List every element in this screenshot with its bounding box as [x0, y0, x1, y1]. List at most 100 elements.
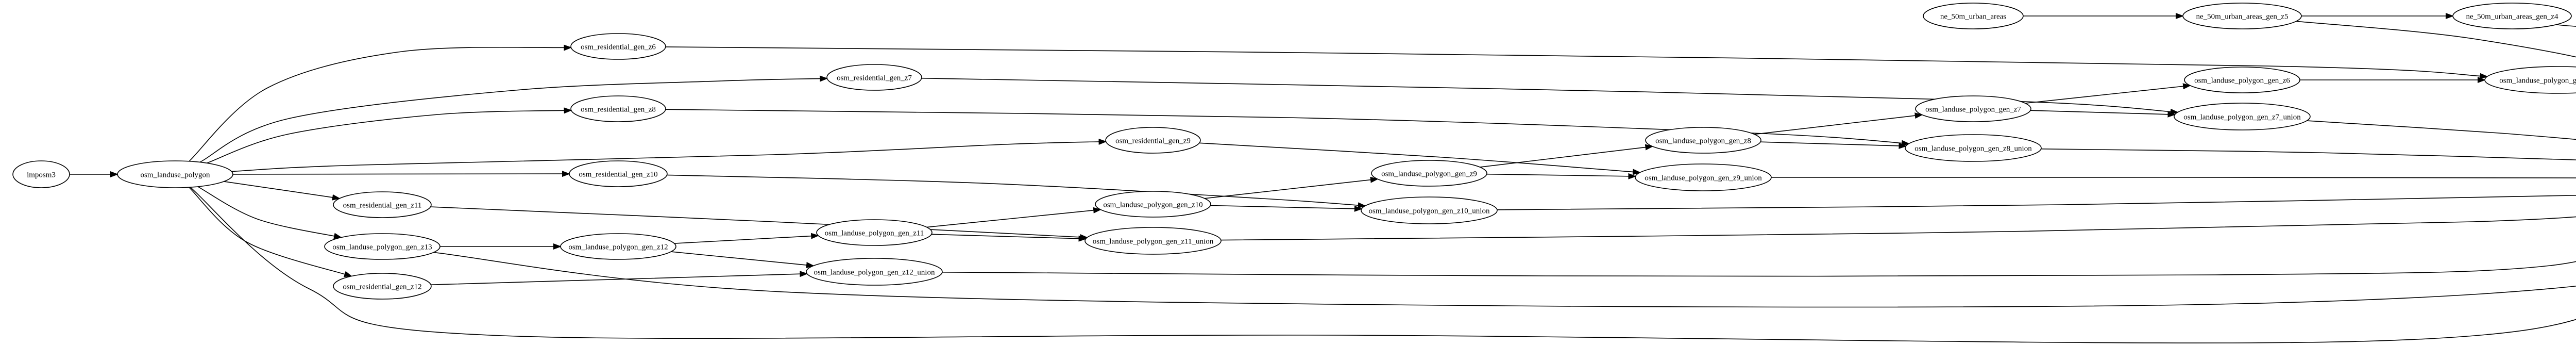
- node-ellipse-osm_landuse_polygon_gen_z6_union: [2484, 66, 2576, 94]
- node-ellipse-osm_landuse_polygon_gen_z7_union: [2174, 103, 2311, 130]
- node-ellipse-osm_landuse_polygon_gen_z12_union: [806, 258, 943, 286]
- edge-osm_residential_gen_z7-to-osm_landuse_polygon_gen_z7_union: [921, 77, 2179, 115]
- node-ellipse-osm_landuse_polygon_gen_z13: [324, 233, 440, 260]
- node-ne_50m_urban_areas_gen_z5: ne_50m_urban_areas_gen_z5: [2182, 3, 2302, 29]
- node-osm_landuse_polygon_gen_z11: osm_landuse_polygon_gen_z11: [816, 219, 933, 246]
- node-osm_landuse_polygon_gen_z10: osm_landuse_polygon_gen_z10: [1095, 191, 1211, 218]
- edge-osm_landuse_polygon_gen_z7-to-osm_landuse_polygon_gen_z7_union: [2030, 110, 2176, 118]
- nodes-layer: imposm3 osm_landuse_polygon osm_residentia…: [12, 3, 2576, 300]
- node-osm_landuse_polygon_gen_z7: osm_landuse_polygon_gen_z7: [1915, 95, 2031, 122]
- edge-osm_landuse_polygon_gen_z7-to-osm_landuse_polygon_gen_z6: [2025, 83, 2192, 104]
- node-ne_50m_urban_areas_gen_z4: ne_50m_urban_areas_gen_z4: [2452, 3, 2572, 29]
- node-label-osm_landuse_polygon_gen_z9_union: osm_landuse_polygon_gen_z9_union: [1645, 174, 1762, 182]
- edge-osm_landuse_polygon_gen_z8_union-to-layer_landuse-z8: [2041, 149, 2576, 160]
- node-label-imposm3: imposm3: [27, 171, 56, 179]
- edge-osm_landuse_polygon_gen_z10_union-to-layer_landuse-z10: [1497, 195, 2576, 210]
- node-label-osm_residential_gen_z12: osm_residential_gen_z12: [343, 283, 421, 291]
- edge-osm_landuse_polygon-to-layer_landuse-z14+: [190, 187, 2576, 343]
- node-osm_landuse_polygon_gen_z8: osm_landuse_polygon_gen_z8: [1645, 127, 1761, 154]
- node-ellipse-osm_landuse_polygon_gen_z8_union: [1905, 134, 2042, 162]
- node-label-osm_landuse_polygon_gen_z9: osm_landuse_polygon_gen_z9: [1381, 170, 1477, 178]
- edge-osm_landuse_polygon_gen_z10-to-osm_landuse_polygon_gen_z9: [1205, 176, 1379, 199]
- node-label-osm_residential_gen_z7: osm_residential_gen_z7: [837, 74, 912, 82]
- node-ellipse-osm_landuse_polygon_gen_z10_union: [1361, 196, 1498, 224]
- node-ellipse-osm_landuse_polygon_gen_z10: [1095, 191, 1211, 218]
- edge-osm_landuse_polygon_gen_z11-to-osm_landuse_polygon_gen_z10: [926, 207, 1102, 228]
- edge-osm_landuse_polygon_gen_z8-to-osm_landuse_polygon_gen_z8_union: [1760, 141, 1907, 149]
- node-ellipse-osm_residential_gen_z9: [1105, 127, 1201, 154]
- node-osm_landuse_polygon_gen_z6: osm_landuse_polygon_gen_z6: [2184, 67, 2300, 93]
- node-osm_landuse_polygon_gen_z7_union: osm_landuse_polygon_gen_z7_union: [2174, 103, 2311, 130]
- edge-osm_landuse_polygon_gen_z10-to-osm_landuse_polygon_gen_z10_union: [1210, 205, 1363, 212]
- node-label-osm_landuse_polygon_gen_z10: osm_landuse_polygon_gen_z10: [1103, 201, 1202, 209]
- node-osm_residential_gen_z11: osm_residential_gen_z11: [333, 191, 432, 218]
- node-osm_landuse_polygon_gen_z8_union: osm_landuse_polygon_gen_z8_union: [1905, 134, 2042, 162]
- edge-osm_landuse_polygon_gen_z9-to-osm_landuse_polygon_gen_z8: [1480, 144, 1654, 168]
- node-osm_landuse_polygon_gen_z10_union: osm_landuse_polygon_gen_z10_union: [1361, 196, 1498, 224]
- edge-osm_landuse_polygon-to-osm_residential_gen_z9: [231, 138, 1107, 172]
- node-label-osm_landuse_polygon_gen_z8: osm_landuse_polygon_gen_z8: [1655, 137, 1751, 145]
- node-ellipse-osm_landuse_polygon_gen_z11_union: [1084, 227, 1222, 255]
- edge-osm_landuse_polygon_gen_z13-to-layer_landuse-z13: [433, 252, 2576, 308]
- node-imposm3: imposm3: [12, 160, 70, 188]
- node-ellipse-osm_residential_gen_z12: [333, 273, 432, 300]
- node-label-ne_50m_urban_areas_gen_z5: ne_50m_urban_areas_gen_z5: [2196, 12, 2288, 21]
- edge-osm_residential_gen_z9-to-osm_landuse_polygon_gen_z9_union: [1199, 142, 1641, 175]
- node-osm_residential_gen_z10: osm_residential_gen_z10: [569, 160, 668, 187]
- node-label-ne_50m_urban_areas_gen_z4: ne_50m_urban_areas_gen_z4: [2466, 12, 2558, 21]
- edge-osm_landuse_polygon-to-osm_residential_gen_z12: [189, 187, 353, 277]
- node-ellipse-osm_residential_gen_z7: [826, 64, 922, 91]
- node-ellipse-ne_50m_urban_areas_gen_z4: [2452, 3, 2572, 29]
- node-ellipse-osm_landuse_polygon_gen_z9: [1371, 160, 1487, 187]
- node-label-osm_landuse_polygon_gen_z7: osm_landuse_polygon_gen_z7: [1925, 105, 2021, 113]
- edge-osm_residential_gen_z8-to-osm_landuse_polygon_gen_z8_union: [665, 109, 1910, 146]
- edge-osm_landuse_polygon_gen_z11-to-osm_landuse_polygon_gen_z11_union: [931, 234, 1087, 242]
- edge-osm_landuse_polygon_gen_z8-to-osm_landuse_polygon_gen_z7: [1754, 112, 1923, 135]
- node-label-osm_landuse_polygon_gen_z13: osm_landuse_polygon_gen_z13: [332, 243, 432, 251]
- node-ellipse-osm_residential_gen_z8: [570, 95, 666, 122]
- node-osm_landuse_polygon_gen_z11_union: osm_landuse_polygon_gen_z11_union: [1084, 227, 1222, 255]
- node-label-osm_landuse_polygon_gen_z10_union: osm_landuse_polygon_gen_z10_union: [1369, 207, 1490, 215]
- edge-osm_residential_gen_z11-to-osm_landuse_polygon_gen_z11_union: [430, 206, 1089, 240]
- node-ellipse-osm_residential_gen_z11: [333, 191, 432, 218]
- node-label-osm_landuse_polygon_gen_z6_union: osm_landuse_polygon_gen_z6_union: [2499, 76, 2576, 85]
- edge-osm_landuse_polygon_gen_z9-to-osm_landuse_polygon_gen_z9_union: [1486, 173, 1637, 179]
- node-ellipse-osm_landuse_polygon: [117, 160, 233, 188]
- node-ellipse-ne_50m_urban_areas_gen_z5: [2182, 3, 2302, 29]
- node-ellipse-osm_landuse_polygon_gen_z7: [1915, 95, 2031, 122]
- node-osm_landuse_polygon: osm_landuse_polygon: [117, 160, 233, 188]
- node-ellipse-osm_landuse_polygon_gen_z11: [816, 219, 933, 246]
- node-osm_residential_gen_z12: osm_residential_gen_z12: [333, 273, 432, 300]
- node-ellipse-osm_residential_gen_z6: [570, 33, 666, 60]
- node-ellipse-imposm3: [12, 160, 70, 188]
- edge-osm_landuse_polygon_gen_z11_union-to-layer_landuse-z11: [1221, 216, 2576, 241]
- node-osm_landuse_polygon_gen_z9: osm_landuse_polygon_gen_z9: [1371, 160, 1487, 187]
- edge-osm_landuse_polygon_gen_z9_union-to-layer_landuse-z9: [1771, 177, 2576, 178]
- node-label-osm_residential_gen_z9: osm_residential_gen_z9: [1115, 137, 1191, 145]
- node-label-osm_landuse_polygon_gen_z7_union: osm_landuse_polygon_gen_z7_union: [2183, 113, 2301, 121]
- node-osm_landuse_polygon_gen_z13: osm_landuse_polygon_gen_z13: [324, 233, 440, 260]
- node-label-osm_residential_gen_z8: osm_residential_gen_z8: [581, 105, 656, 113]
- node-osm_landuse_polygon_gen_z6_union: osm_landuse_polygon_gen_z6_union: [2484, 66, 2576, 94]
- node-osm_landuse_polygon_gen_z12_union: osm_landuse_polygon_gen_z12_union: [806, 258, 943, 286]
- edge-osm_residential_gen_z6-to-osm_landuse_polygon_gen_z6_union: [665, 46, 2488, 79]
- node-ellipse-osm_landuse_polygon_gen_z6: [2184, 67, 2300, 93]
- node-ellipse-ne_50m_urban_areas: [1923, 3, 2024, 29]
- node-label-osm_landuse_polygon_gen_z11_union: osm_landuse_polygon_gen_z11_union: [1093, 237, 1214, 245]
- edge-osm_residential_gen_z12-to-osm_landuse_polygon_gen_z12_union: [431, 271, 808, 285]
- node-osm_residential_gen_z9: osm_residential_gen_z9: [1105, 127, 1201, 154]
- edge-osm_landuse_polygon-to-osm_landuse_polygon_gen_z13: [197, 186, 343, 239]
- edge-osm_landuse_polygon_gen_z12_union-to-layer_landuse-z12: [942, 261, 2576, 277]
- node-label-osm_residential_gen_z6: osm_residential_gen_z6: [581, 43, 656, 51]
- node-osm_residential_gen_z7: osm_residential_gen_z7: [826, 64, 922, 91]
- node-ne_50m_urban_areas: ne_50m_urban_areas: [1923, 3, 2024, 29]
- node-label-osm_landuse_polygon_gen_z6: osm_landuse_polygon_gen_z6: [2194, 76, 2290, 85]
- node-label-osm_landuse_polygon_gen_z8_union: osm_landuse_polygon_gen_z8_union: [1914, 144, 2032, 153]
- node-label-osm_landuse_polygon_gen_z12: osm_landuse_polygon_gen_z12: [568, 243, 668, 251]
- edge-osm_residential_gen_z10-to-osm_landuse_polygon_gen_z10_union: [667, 174, 1366, 209]
- node-osm_landuse_polygon_gen_z12: osm_landuse_polygon_gen_z12: [560, 233, 676, 260]
- node-label-osm_residential_gen_z11: osm_residential_gen_z11: [343, 201, 422, 209]
